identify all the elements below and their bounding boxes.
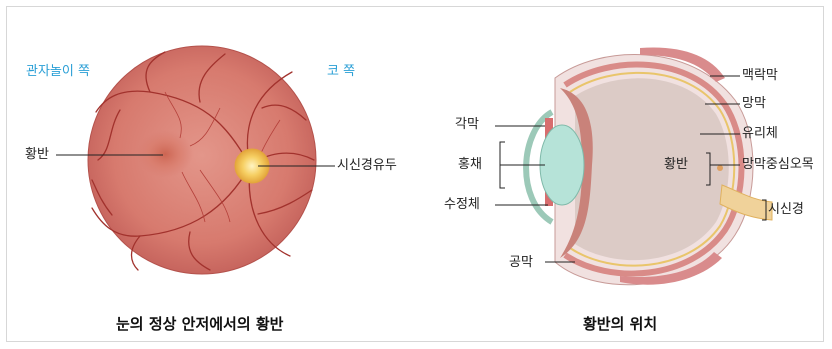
vitreous-label: 유리체: [742, 126, 778, 142]
fovea-label: 망막중심오목: [742, 157, 814, 173]
eye-position-caption: 황반의 위치: [583, 316, 657, 332]
cornea-label: 각막: [455, 117, 479, 133]
vitreous-body: [575, 78, 729, 260]
optic-nerve-label: 시신경: [768, 202, 804, 218]
macula-spot-right: [717, 165, 723, 171]
iris-label: 홍채: [458, 157, 482, 173]
macula-label-right: 황반: [664, 157, 688, 173]
lens: [540, 125, 584, 205]
lens-label: 수정체: [444, 197, 480, 213]
pupil-label: 공막: [509, 255, 533, 271]
choroid-label: 맥락막: [742, 68, 778, 84]
retina-label: 망막: [742, 96, 766, 112]
